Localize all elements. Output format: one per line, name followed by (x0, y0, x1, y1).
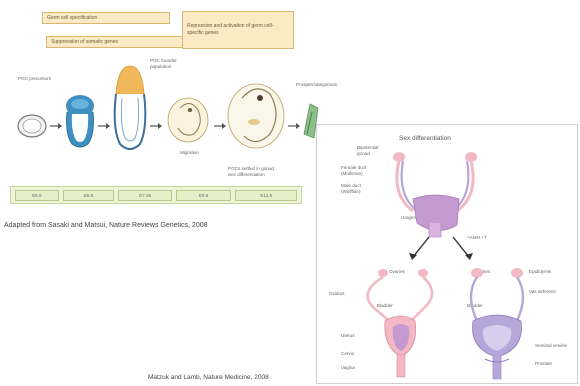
sex-differentiation-small-label: Sex differentiation (228, 172, 288, 178)
reproductive-tract-illustration (317, 125, 579, 385)
pgc-founder-embryo (115, 66, 146, 149)
stage-e6-8: E6.8 (63, 190, 115, 201)
stage-e12-5: E12.5 (235, 190, 297, 201)
repression-activation-box: Repression and activation of germ cell-s… (182, 11, 294, 49)
embryo-stages-illustration (4, 64, 320, 164)
caption-matzuk-lamb: Matzuk and Lamb, Nature Medicine, 2008 (148, 374, 269, 381)
germ-cell-specification-box: Germ cell specification (42, 12, 170, 24)
pgcs-settled-label: PGCs settled in gonad (228, 166, 288, 172)
egg-cylinder-embryo (66, 95, 94, 147)
bipotential-structure (393, 152, 477, 237)
stage-e7-25: E7.25 (118, 190, 172, 201)
pgc-precursor-embryo (18, 115, 46, 137)
stage-timeline: E6.5 E6.8 E7.25 E9.5 E12.5 (10, 186, 302, 204)
stage-e6-5: E6.5 (15, 190, 59, 201)
gonad-stage-embryo (228, 84, 284, 148)
stage-e9-5: E9.5 (176, 190, 232, 201)
pgc-development-figure: Germ cell specification Suppression of s… (4, 4, 320, 216)
suppression-somatic-genes-box: Suppression of somatic genes (46, 36, 184, 48)
sex-differentiation-panel: Sex differentiation Bipotential gonad Fe… (316, 124, 578, 384)
caption-sasaki-matsui: Adapted from Sasaki and Matsui, Nature R… (4, 222, 208, 229)
male-tract (471, 268, 523, 379)
migration-embryo (168, 98, 208, 142)
female-tract (368, 269, 432, 377)
